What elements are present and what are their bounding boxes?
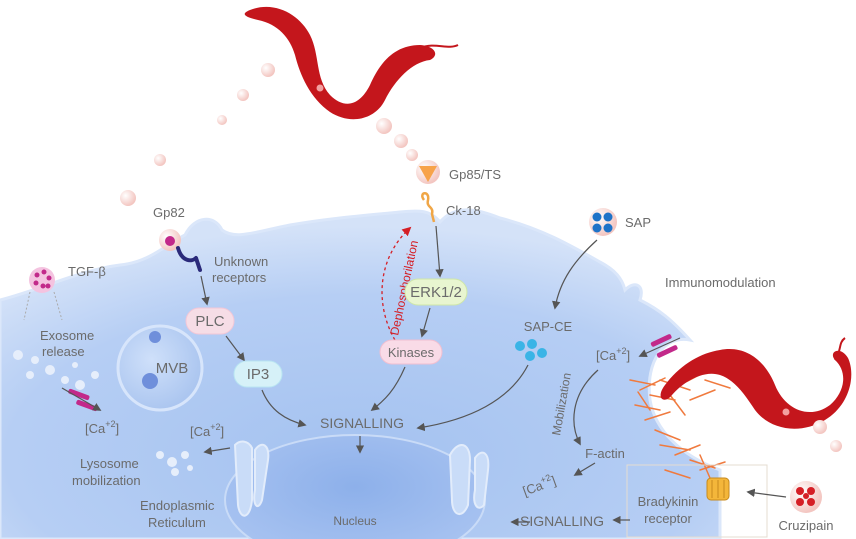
parasite-kinetoplast-icon [782,408,790,416]
ip3-node [233,360,283,388]
gp85-triangle-icon [419,166,437,182]
mobilization-arrow [573,369,599,446]
lysosome-vesicles [156,451,193,476]
mvb-label: MVB [156,360,189,377]
tgf-beta-particles [33,269,52,289]
kinases-label: Kinases [388,345,435,360]
calcium-channel-icon [61,387,102,412]
parasite-flagellum-icon [834,337,846,361]
er-label: Endoplasmic [140,498,215,513]
gp85-label: Gp85/TS [449,167,501,182]
sap-vesicle-icon [589,208,617,236]
mobilization-label: mobilization [72,473,141,488]
bradykinin-receptor-label: receptor [644,511,692,526]
receptors-label: receptors [212,270,267,285]
trypanosome-icon [244,6,436,120]
erk-to-kinases-arrow [419,307,431,338]
signalling-bottom-label: SIGNALLING [520,513,604,529]
tgf-beta-callout-line [53,291,63,321]
ca-er-label: [Ca+2] [190,422,224,439]
calcium-channel-icon [638,334,681,358]
bradykinin-receptor-icon [706,477,730,501]
immunomodulation-label: Immunomodulation [665,275,776,290]
sap-ce-particles [515,339,547,361]
sap-to-sap-ce-arrow [552,239,598,310]
ca-bottom-label: [Ca+2] [520,471,558,499]
mvb [116,324,204,412]
nucleus-label: Nucleus [333,514,376,528]
host-cell [0,208,722,539]
er-ca-arrow [203,446,231,456]
sap-ce-to-signalling-arrow [416,364,529,432]
ip3-to-signalling-arrow [261,389,307,428]
endoplasmic-reticulum-left [233,440,270,517]
bradykinin-box [626,464,768,538]
sap-label: SAP [625,215,651,230]
signalling-center-label: SIGNALLING [320,415,404,431]
gp82-ligand-icon [165,236,175,246]
reticulum-label: Reticulum [148,515,206,530]
bradykinin-label: Bradykinin [638,494,699,509]
mvb-vesicle-icon [149,331,161,343]
sap-ce-label: SAP-CE [524,319,573,334]
right-parasite-vesicles [813,420,842,452]
parasite-vesicles [120,63,418,206]
mvb-vesicle-icon [142,373,158,389]
parasite-kinetoplast-icon [316,84,324,92]
ck18-label: Ck-18 [446,203,481,218]
ip3-label: IP3 [247,366,270,383]
kinases-node [379,339,443,365]
unknown-label: Unknown [214,254,268,269]
erk-node [404,278,468,306]
exosome-vesicles [13,350,99,390]
plc-node [185,307,235,335]
f-actin-to-ca-arrow [573,462,596,476]
ca-left-label: [Ca+2] [85,419,119,436]
trypanosome-icon [660,349,852,429]
sap-particles [592,212,613,233]
cruzipain-particles [796,487,815,506]
ck18-icon [421,192,436,223]
y-receptor-icon [176,246,202,272]
tgf-beta-callout-line [23,291,31,321]
lysosome-label: Lysosome [80,456,139,471]
tgf-beta-label: TGF-β [68,264,106,279]
receptor-to-plc-arrow [200,275,210,306]
endoplasmic-reticulum-right [448,444,490,515]
erk-label: ERK1/2 [410,284,462,301]
dephosphorilation-arrow [381,226,412,346]
cruzipain-to-receptor-arrow [746,488,787,498]
ck18-to-erk-arrow [435,225,444,278]
cruzipain-label: Cruzipain [779,518,834,533]
plc-to-ip3-arrow [225,335,246,362]
f-actin-label: F-actin [585,446,625,461]
plc-label: PLC [195,313,224,330]
kinases-to-signalling-arrow [370,366,406,412]
parasite-flagellum-icon [419,44,459,49]
ca-right-label: [Ca+2] [596,346,630,363]
exosome-label: Exosome [40,328,94,343]
release-label: release [42,344,85,359]
gp82-label: Gp82 [153,205,185,220]
